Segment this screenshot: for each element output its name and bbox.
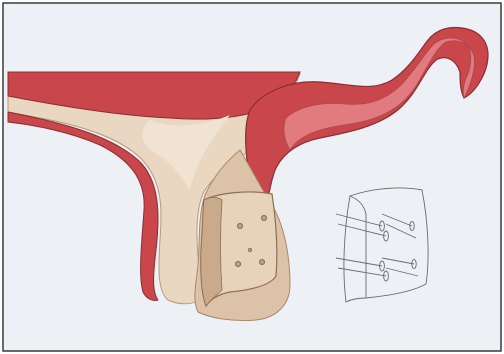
patch-edge <box>201 197 222 306</box>
rivet-icon <box>259 259 264 264</box>
rivet-icon <box>237 223 242 228</box>
rivet-icon <box>248 248 252 252</box>
rivet-icon <box>261 215 266 220</box>
rivet-icon <box>235 261 240 266</box>
